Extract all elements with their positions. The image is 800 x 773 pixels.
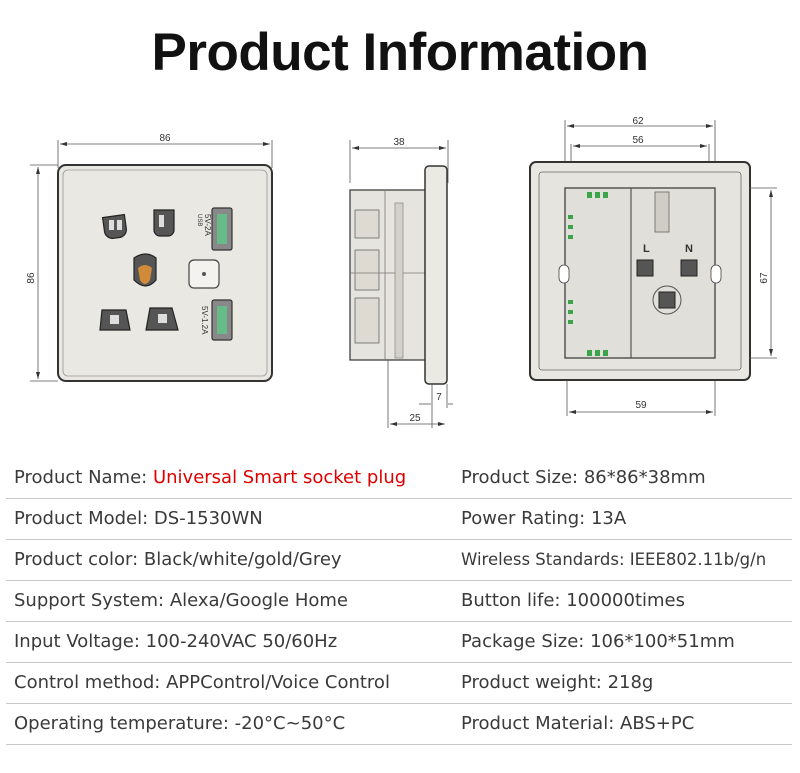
usb-top-label: 5V-2A — [203, 214, 212, 236]
side-view-drawing: 38 7 25 — [349, 137, 453, 428]
spec-right-6: Product Material: ABS+PC — [461, 713, 694, 734]
back-bottom-dim: 59 — [635, 400, 647, 411]
spec-label: Button life: — [461, 590, 561, 611]
spec-right-5: Product weight: 218g — [461, 672, 653, 693]
spec-label: Product color: — [14, 549, 139, 570]
spec-label: Product Material: — [461, 713, 615, 734]
spec-label: Support System: — [14, 590, 165, 611]
side-plate-dim: 7 — [436, 392, 442, 403]
spec-row: Product Name: Universal Smart socket plu… — [6, 458, 792, 499]
back-view-drawing: 62 56 L N 67 59 — [529, 116, 777, 416]
page-title: Product Information — [151, 23, 649, 82]
side-body-dim: 25 — [409, 413, 421, 424]
spec-value: 218g — [607, 672, 654, 693]
spec-value: DS-1530WN — [153, 508, 263, 529]
spec-left-6: Operating temperature: -20°C~50°C — [14, 713, 345, 734]
spec-label: Product Size: — [461, 467, 579, 488]
spec-label: Wireless Standards: — [461, 550, 625, 569]
spec-value: 100000times — [566, 590, 685, 611]
spec-value: APPControl/Voice Control — [166, 672, 390, 693]
spec-left-4: Input Voltage: 100-240VAC 50/60Hz — [14, 631, 337, 652]
back-inner-dim: 56 — [632, 135, 644, 146]
spec-value: 106*100*51mm — [590, 631, 735, 652]
spec-left-0: Product Name: Universal Smart socket plu… — [14, 467, 406, 488]
spec-value: -20°C~50°C — [234, 713, 346, 734]
usb-bottom-label: 5V-1.2A — [200, 306, 209, 335]
spec-label: Operating temperature: — [14, 713, 229, 734]
spec-left-2: Product color: Black/white/gold/Grey — [14, 549, 342, 570]
spec-value: Universal Smart socket plug — [152, 467, 407, 488]
spec-right-3: Button life: 100000times — [461, 590, 685, 611]
back-outer-dim: 62 — [632, 116, 644, 127]
back-mark-n: N — [685, 243, 693, 255]
spec-row: Support System: Alexa/Google Home Button… — [6, 581, 792, 622]
spec-value: Black/white/gold/Grey — [143, 549, 342, 570]
spec-value: IEEE802.11b/g/n — [629, 550, 767, 569]
spec-label: Input Voltage: — [14, 631, 140, 652]
spec-right-1: Power Rating: 13A — [461, 508, 626, 529]
spec-label: Product Name: — [14, 467, 148, 488]
spec-value: 13A — [590, 508, 627, 529]
spec-row: Product Model: DS-1530WN Power Rating: 1… — [6, 499, 792, 540]
spec-label: Package Size: — [461, 631, 585, 652]
usb-top-sublabel: USB — [196, 214, 202, 226]
spec-right-0: Product Size: 86*86*38mm — [461, 467, 706, 488]
spec-label: Product weight: — [461, 672, 602, 693]
spec-label: Control method: — [14, 672, 161, 693]
spec-label: Power Rating: — [461, 508, 586, 529]
front-height-dim: 86 — [26, 272, 37, 284]
spec-left-3: Support System: Alexa/Google Home — [14, 590, 348, 611]
spec-right-4: Package Size: 106*100*51mm — [461, 631, 735, 652]
spec-row: Input Voltage: 100-240VAC 50/60Hz Packag… — [6, 622, 792, 663]
front-view-drawing: 86 86 5V-2A USB 5V-1.2A — [26, 133, 273, 382]
back-mark-l: L — [643, 243, 650, 255]
spec-value: Alexa/Google Home — [169, 590, 348, 611]
spec-label: Product Model: — [14, 508, 149, 529]
spec-value: 86*86*38mm — [583, 467, 706, 488]
back-height-dim: 67 — [759, 272, 770, 284]
spec-row: Control method: APPControl/Voice Control… — [6, 663, 792, 704]
spec-value: ABS+PC — [620, 713, 695, 734]
spec-right-2: Wireless Standards: IEEE802.11b/g/n — [461, 550, 766, 569]
spec-table: Product Name: Universal Smart socket plu… — [0, 458, 800, 748]
front-width-dim: 86 — [159, 133, 171, 144]
spec-value: 100-240VAC 50/60Hz — [145, 631, 338, 652]
spec-left-5: Control method: APPControl/Voice Control — [14, 672, 390, 693]
spec-row: Operating temperature: -20°C~50°C Produc… — [6, 704, 792, 745]
spec-left-1: Product Model: DS-1530WN — [14, 508, 263, 529]
side-depth-dim: 38 — [393, 137, 405, 148]
spec-row: Product color: Black/white/gold/Grey Wir… — [6, 540, 792, 581]
